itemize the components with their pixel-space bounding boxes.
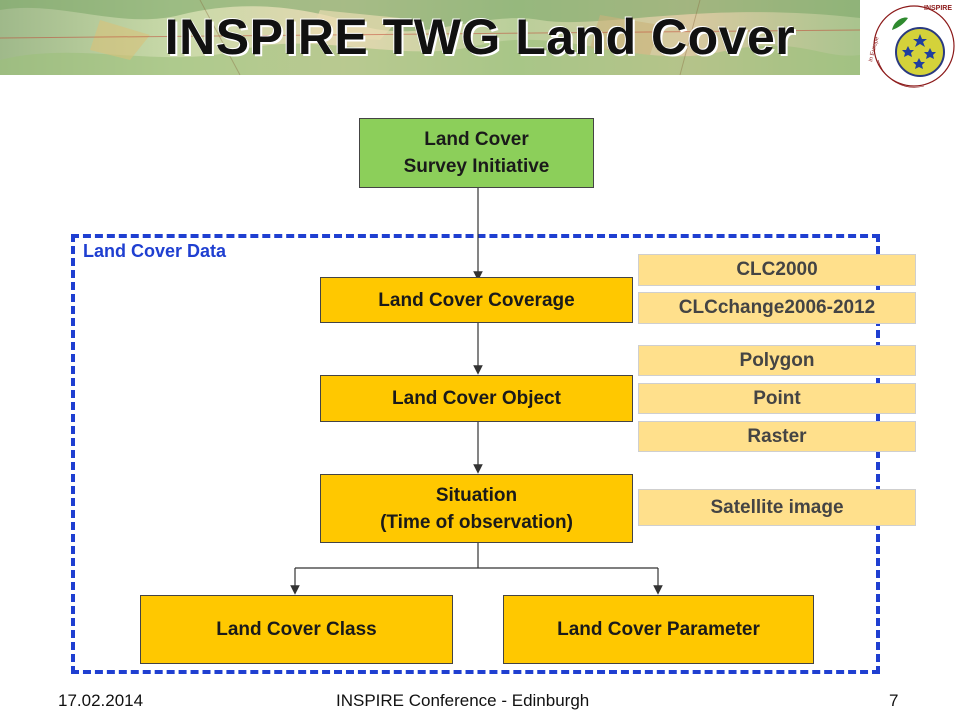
- class-node: Land Cover Class: [140, 595, 453, 664]
- tag-satellite-image: Satellite image: [638, 489, 916, 526]
- region-label: Land Cover Data: [83, 241, 227, 261]
- inspire-logo-icon: INSPIRE in Europe: [864, 0, 960, 94]
- tag-clcchange: CLCchange2006-2012: [638, 292, 916, 324]
- footer-event: INSPIRE Conference - Edinburgh: [336, 691, 590, 710]
- map-background-image: [0, 0, 860, 75]
- svg-text:INSPIRE: INSPIRE: [924, 5, 952, 12]
- survey-line-1: Land Cover: [424, 129, 529, 150]
- survey-initiative-node: Land Cover Survey Initiative: [359, 118, 594, 188]
- object-node: Land Cover Object: [320, 375, 633, 422]
- parameter-node: Land Cover Parameter: [503, 595, 814, 664]
- situation-line-1: Situation: [435, 484, 518, 506]
- footer-date: 17.02.2014: [58, 691, 144, 710]
- land-cover-data-region: [71, 234, 880, 674]
- tag-polygon: Polygon: [638, 345, 916, 376]
- coverage-node: Land Cover Coverage: [320, 277, 633, 323]
- slide-title: INSPIRE TWG Land Cover: [164, 9, 796, 65]
- situation-node: Situation (Time of observation): [320, 474, 633, 543]
- tag-point: Point: [638, 383, 916, 414]
- tag-raster: Raster: [638, 421, 916, 452]
- situation-line-2: (Time of observation): [380, 511, 573, 533]
- survey-line-2: Survey Initiative: [403, 156, 550, 177]
- tag-clc2000: CLC2000: [638, 254, 916, 286]
- title-banner: [0, 0, 860, 75]
- footer-page-number: 7: [889, 691, 899, 710]
